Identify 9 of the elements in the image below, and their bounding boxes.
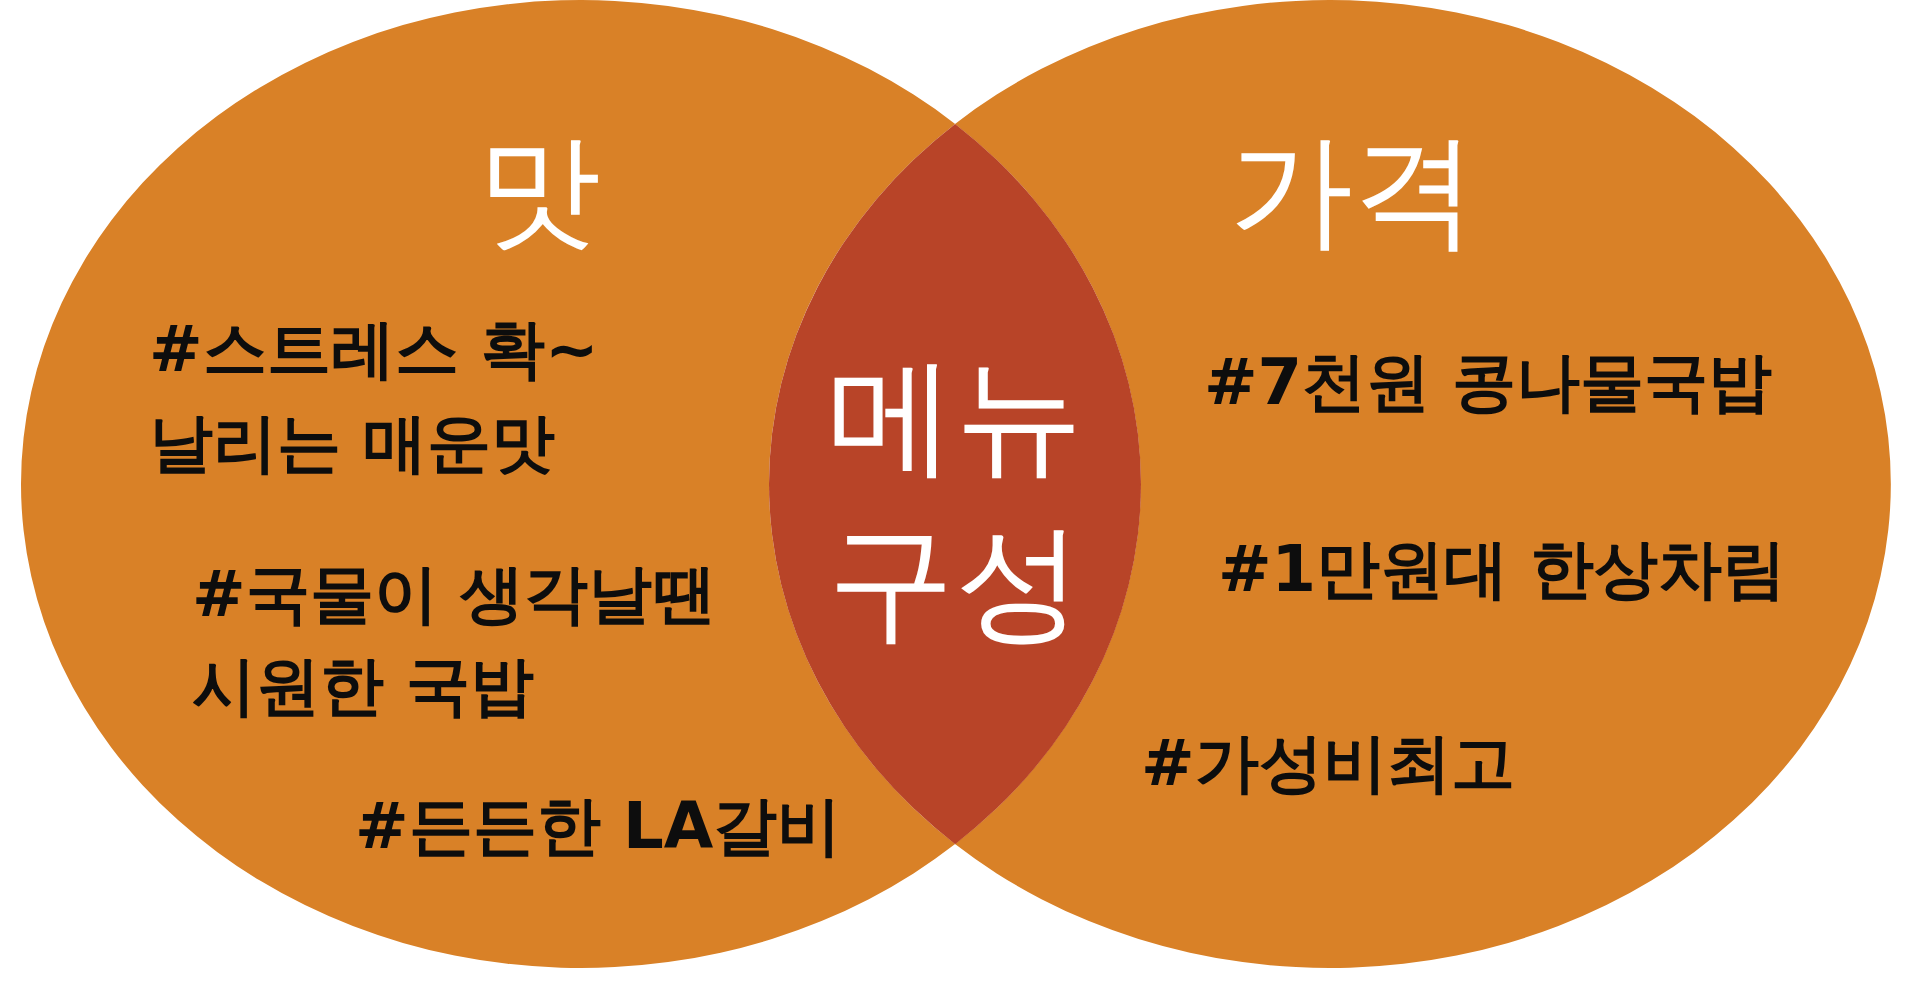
circle-title: 가격: [1228, 117, 1478, 264]
overlap-title: 메뉴 구성: [826, 340, 1084, 658]
hashtag-text: #1만원대 한상차림: [1218, 531, 1787, 608]
hashtag-text: #스트레스 확~ 날리는 매운맛: [149, 311, 600, 482]
hashtag-text: #국물이 생각날땐 시원한 국밥: [192, 556, 717, 725]
circle-title: 맛: [476, 117, 602, 264]
hashtag-text: #7천원 콩나물국밥: [1204, 344, 1773, 421]
hashtag-text: #가성비최고: [1141, 725, 1515, 802]
hashtag-text: #든든한 LA갈비: [355, 788, 842, 865]
